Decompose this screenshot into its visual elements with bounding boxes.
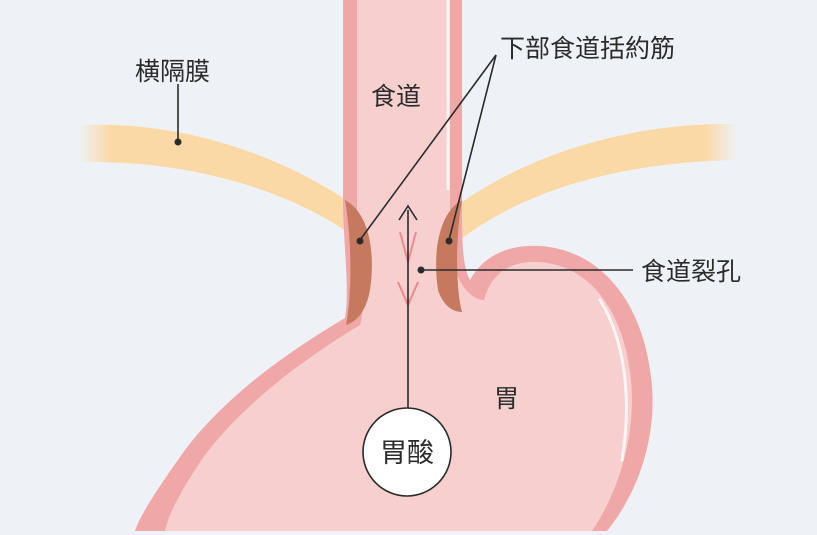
acid-label: 胃酸 xyxy=(380,438,434,469)
diaphragm-left xyxy=(78,124,358,238)
hiatus-label: 食道裂孔 xyxy=(641,257,741,286)
les-dot-left xyxy=(356,237,364,245)
les-dot-right xyxy=(445,237,453,245)
stomach-inner xyxy=(165,0,632,531)
stomach-label: 胃 xyxy=(494,384,519,413)
diaphragm-label: 横隔膜 xyxy=(135,57,210,86)
les-leader-right xyxy=(448,54,497,241)
les-leader-left xyxy=(359,54,497,241)
esophagus-label: 食道 xyxy=(371,82,421,111)
acid-arrow-head xyxy=(398,204,418,221)
stomach-highlight xyxy=(598,298,628,462)
hiatus-dot xyxy=(417,266,425,274)
sphincter-right xyxy=(436,200,462,312)
sphincter-left xyxy=(345,200,372,325)
les-label: 下部食道括約筋 xyxy=(500,34,675,63)
diaphragm-right xyxy=(458,123,738,240)
diaphragm-dot xyxy=(174,138,182,146)
acid-circle xyxy=(362,407,452,497)
